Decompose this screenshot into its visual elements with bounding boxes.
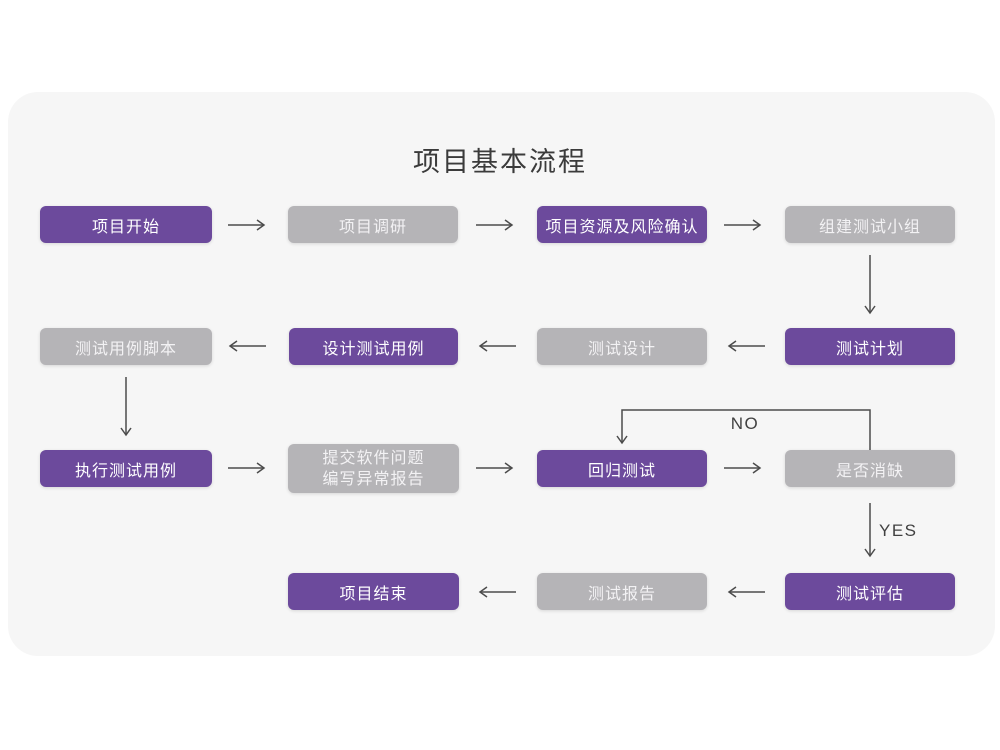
node-project-start: 项目开始 xyxy=(40,206,212,243)
node-test-design: 测试设计 xyxy=(537,328,707,365)
node-test-evaluation: 测试评估 xyxy=(785,573,955,610)
node-build-team: 组建测试小组 xyxy=(785,206,955,243)
edge-label-yes: YES xyxy=(879,521,918,540)
flowchart-card xyxy=(8,92,995,656)
node-regression-test: 回归测试 xyxy=(537,450,707,487)
node-test-report: 测试报告 xyxy=(537,573,707,610)
node-run-cases: 执行测试用例 xyxy=(40,450,212,487)
node-submit-issues: 提交软件问题 编写异常报告 xyxy=(288,444,459,493)
page-title: 项目基本流程 xyxy=(413,147,587,177)
node-resource-risk: 项目资源及风险确认 xyxy=(537,206,707,243)
node-case-script: 测试用例脚本 xyxy=(40,328,212,365)
node-project-end: 项目结束 xyxy=(288,573,459,610)
node-design-cases: 设计测试用例 xyxy=(289,328,458,365)
node-test-plan: 测试计划 xyxy=(785,328,955,365)
node-defect-cleared: 是否消缺 xyxy=(785,450,955,487)
edge-label-no: NO xyxy=(730,414,760,433)
node-project-research: 项目调研 xyxy=(288,206,458,243)
